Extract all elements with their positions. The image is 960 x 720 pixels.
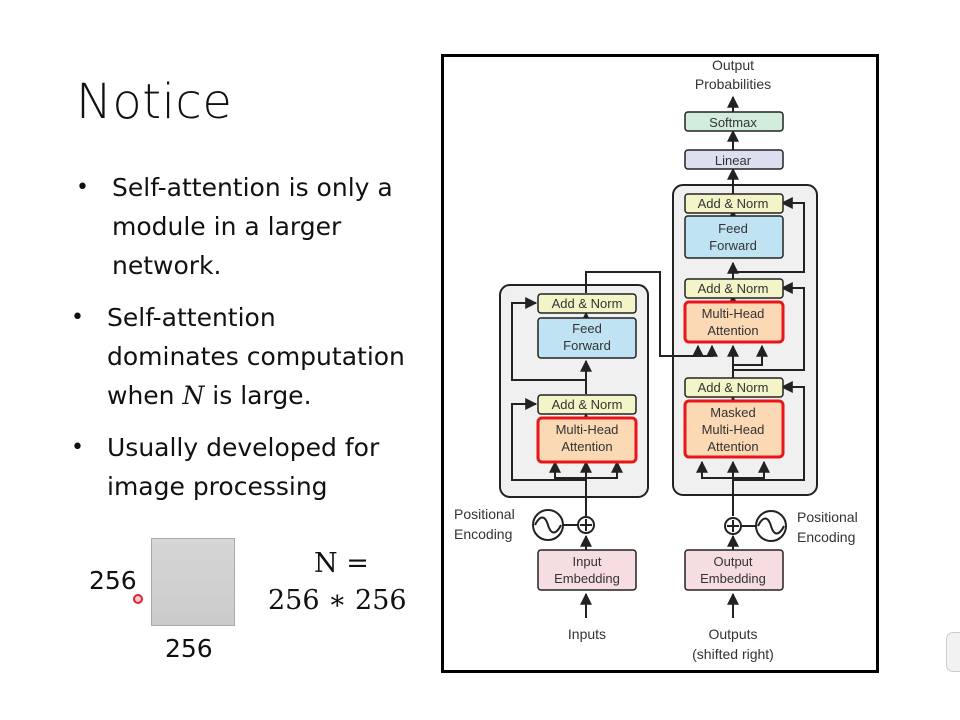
feed-forward-label: Forward <box>709 238 757 253</box>
bullet-line: Usually developed for <box>107 433 380 462</box>
positional-encoding-label: Encoding <box>797 529 855 545</box>
encoder-multi-head-attention <box>536 416 638 464</box>
softmax-label: Softmax <box>709 115 757 130</box>
image-width-label: 256 <box>165 634 213 663</box>
multi-head-attention-label: Attention <box>561 439 612 454</box>
output-probabilities-label: Probabilities <box>695 76 771 92</box>
output-embedding-label: Output <box>713 554 752 569</box>
input-embedding-label: Input <box>573 554 602 569</box>
transformer-figure: Output Probabilities Softmax Linear Add … <box>441 54 879 673</box>
multi-head-attention-label: Multi-Head <box>702 306 765 321</box>
encoder-feed-forward <box>537 317 637 359</box>
linear-label: Linear <box>715 153 752 168</box>
transformer-diagram: Output Probabilities Softmax Linear Add … <box>454 57 858 662</box>
encoder-stack <box>499 284 649 498</box>
bullet-dot: • <box>71 435 84 460</box>
bullet-line: Self-attention <box>107 303 276 332</box>
bullet-line: module in a larger <box>112 212 342 241</box>
feed-forward-label: Feed <box>718 221 748 236</box>
variable-n: N <box>182 381 205 410</box>
equation-line-1: N = <box>314 548 369 579</box>
output-embedding-label: Embedding <box>700 571 766 586</box>
bullet-dot: • <box>76 175 89 200</box>
multi-head-attention-label: Multi-Head <box>556 422 619 437</box>
softmax-box <box>684 111 784 132</box>
image-height-label: 256 <box>89 566 137 595</box>
equation-line-2: 256 ∗ 256 <box>268 585 407 616</box>
inputs-label: Inputs <box>568 626 606 642</box>
bullet-line: dominates computation <box>107 342 405 371</box>
encoder-add-norm-1 <box>537 394 637 415</box>
encoder-add-norm-2 <box>537 293 637 314</box>
input-embedding <box>537 549 637 591</box>
add-norm-label: Add & Norm <box>552 296 623 311</box>
decoder-add-norm-1 <box>684 377 784 398</box>
scroll-handle[interactable] <box>946 632 960 672</box>
decoder-add-norm-3 <box>684 193 784 214</box>
positional-encoding-label: Encoding <box>454 526 512 542</box>
slide-title: Notice <box>76 74 233 130</box>
decoder-add-norm-2 <box>684 278 784 299</box>
decoder-masked-attention <box>683 399 785 459</box>
add-norm-label: Add & Norm <box>698 380 769 395</box>
bullet-line: Self-attention is only a <box>112 173 393 202</box>
bullet-line: image processing <box>107 472 328 501</box>
masked-attention-label: Multi-Head <box>702 422 765 437</box>
output-probabilities-label: Output <box>712 57 754 73</box>
bullet-dot: • <box>71 305 84 330</box>
image-square <box>151 538 235 626</box>
pointer-cursor <box>133 594 143 604</box>
output-embedding <box>684 549 784 591</box>
feed-forward-label: Forward <box>563 338 611 353</box>
bullet-line: network. <box>112 251 222 280</box>
positional-encoding-label: Positional <box>797 509 858 525</box>
feed-forward-label: Feed <box>572 321 602 336</box>
decoder-multi-head-attention <box>683 300 785 344</box>
linear-box <box>684 149 784 170</box>
bullet-line: when N is large. <box>107 381 312 410</box>
add-norm-label: Add & Norm <box>698 196 769 211</box>
add-norm-label: Add & Norm <box>552 397 623 412</box>
input-embedding-label: Embedding <box>554 571 620 586</box>
positional-encoding-label: Positional <box>454 506 515 522</box>
outputs-label: (shifted right) <box>692 646 774 662</box>
masked-attention-label: Attention <box>707 439 758 454</box>
masked-attention-label: Masked <box>710 405 756 420</box>
multi-head-attention-label: Attention <box>707 323 758 338</box>
outputs-label: Outputs <box>708 626 757 642</box>
decoder-feed-forward <box>684 215 784 259</box>
add-norm-label: Add & Norm <box>698 281 769 296</box>
